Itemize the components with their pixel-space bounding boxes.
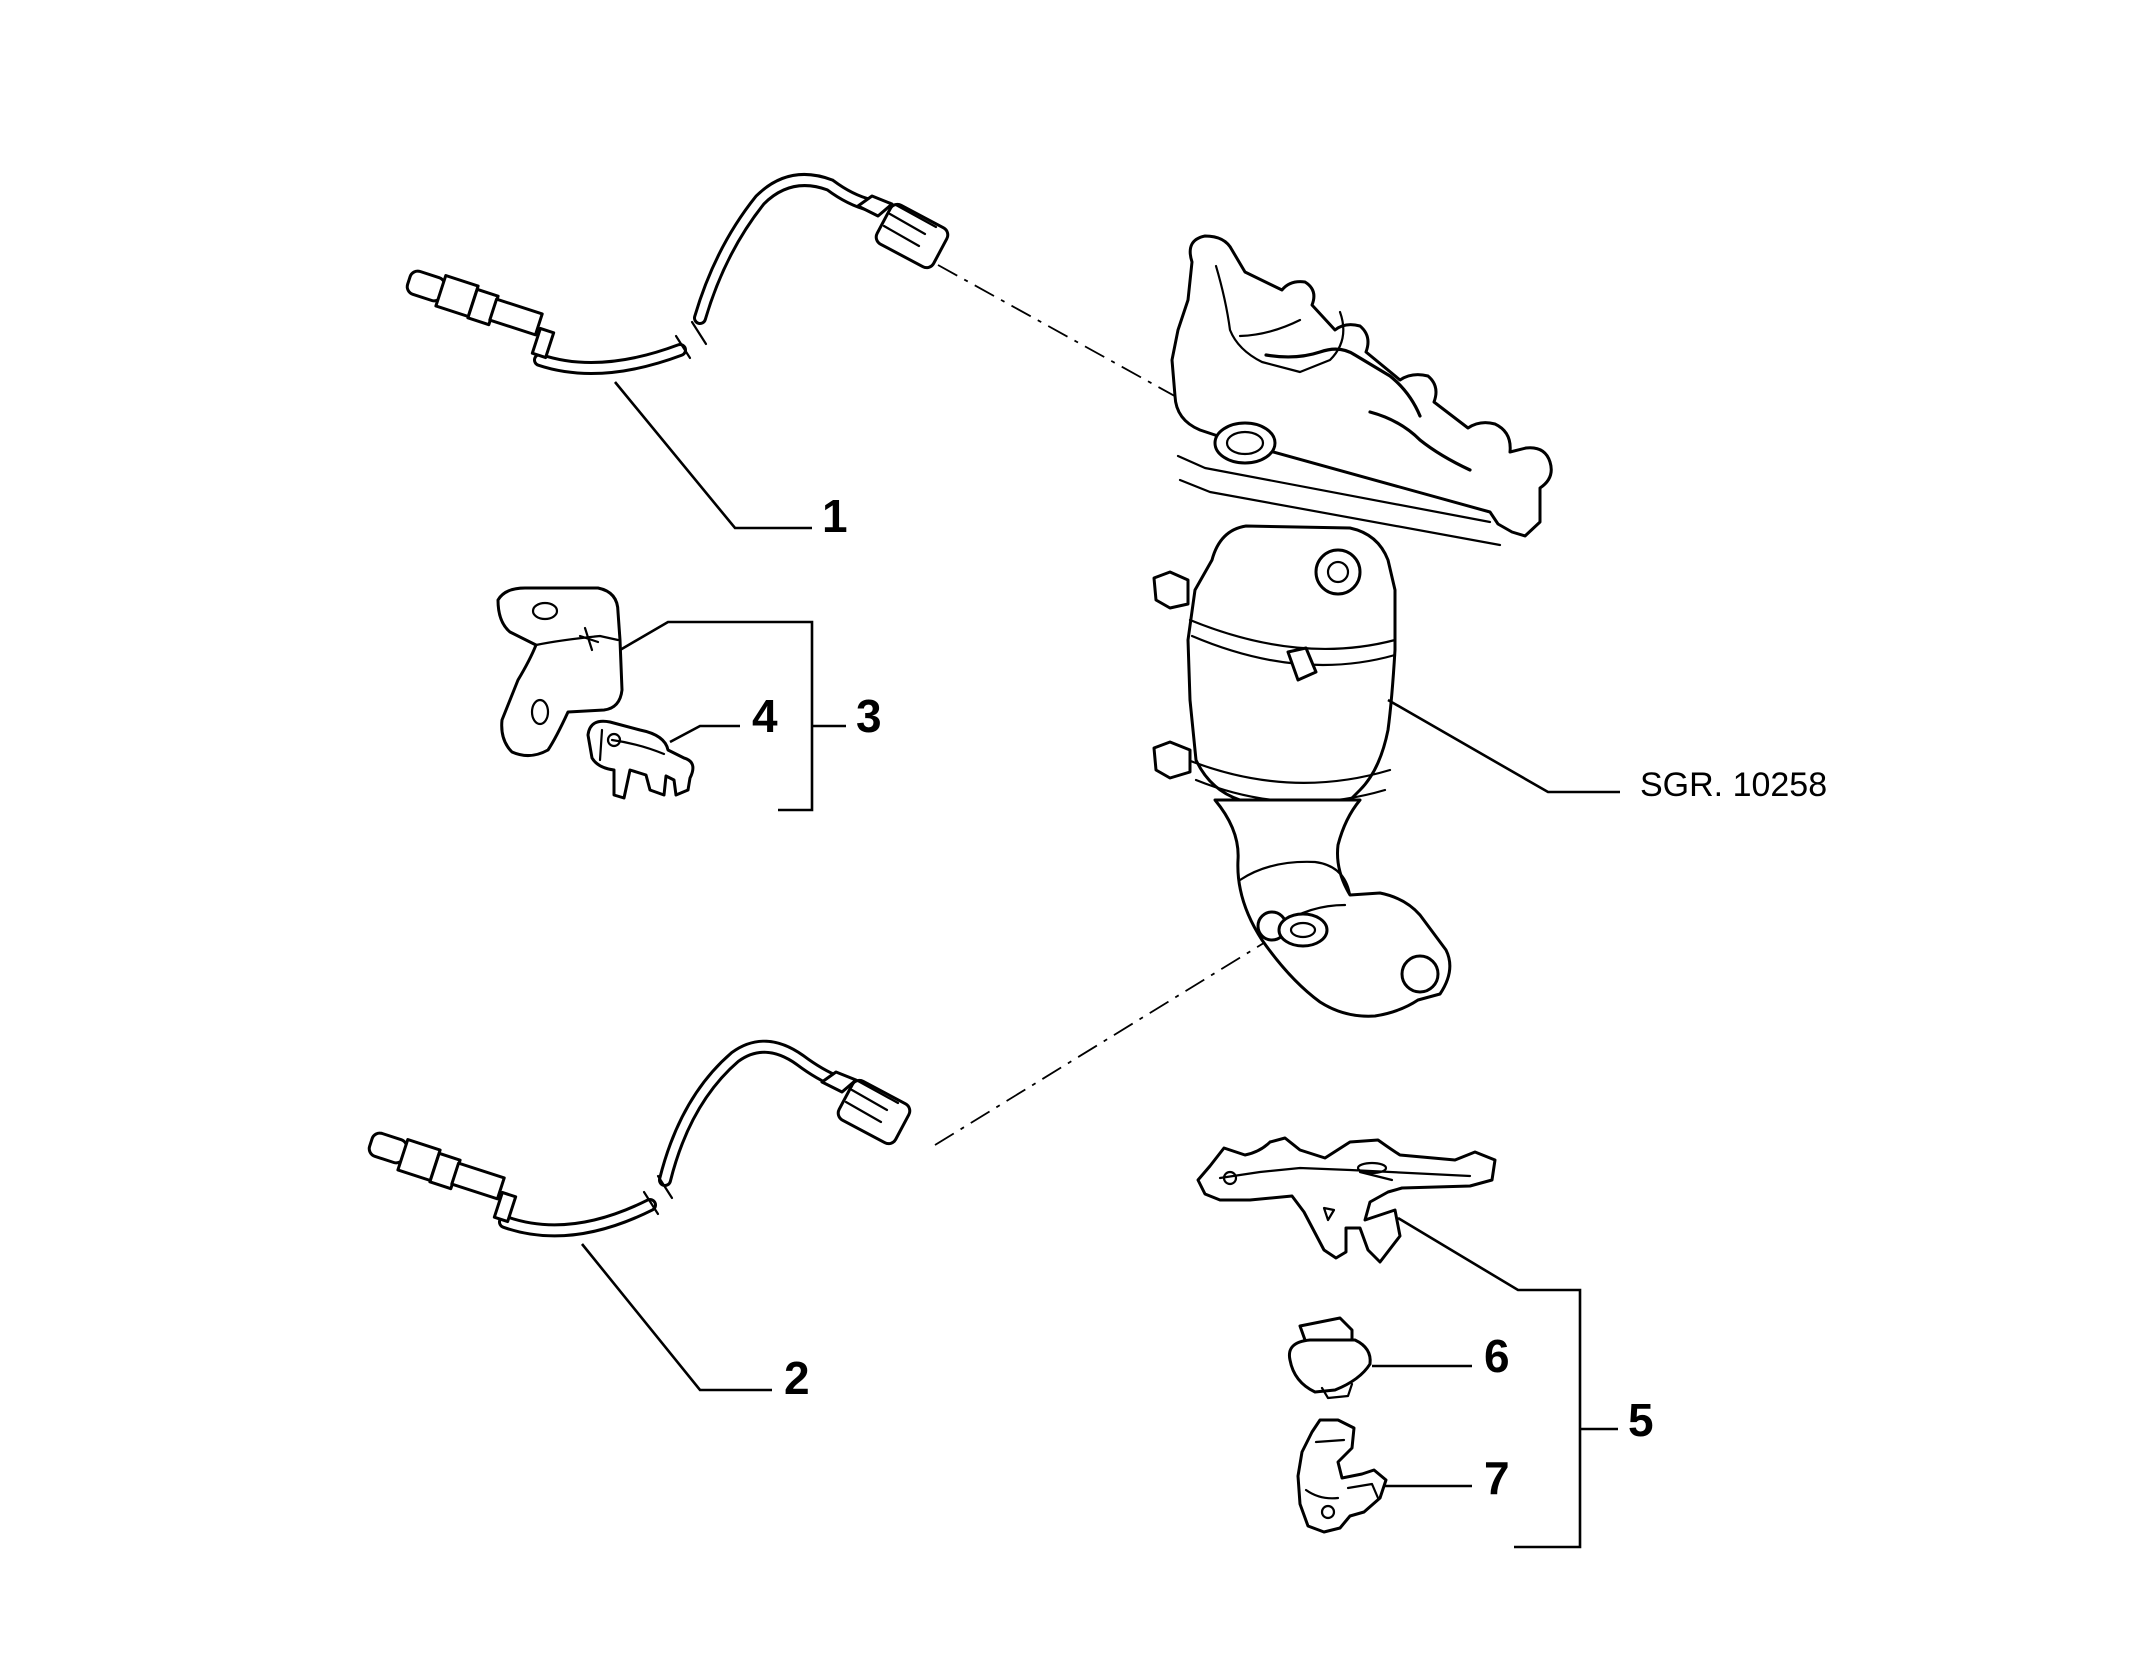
callout-6: 6 [1484,1330,1510,1382]
callout-4: 4 [752,690,778,742]
assembly-line-upper [937,264,1219,421]
connector-upper [856,194,950,270]
leader-line-manifold [1387,698,1620,794]
wire-clip [586,719,695,800]
callout-5: 5 [1628,1394,1654,1446]
assembly-line-lower [934,929,1286,1146]
connector-lower [820,1070,912,1146]
callout-1: 1 [822,490,848,542]
support-bracket [1196,1136,1497,1264]
leader-line-4 [669,724,740,744]
sensor-probe-upper [405,269,556,360]
rubber-plug [1287,1316,1372,1400]
group-bracket-3 [619,620,814,812]
callout-3: 3 [856,690,882,742]
lower-oxygen-sensor [367,1039,912,1238]
upper-oxygen-sensor [405,173,950,375]
leader-line-1 [613,381,812,530]
callout-2: 2 [784,1352,810,1404]
leader-line-2 [580,1243,772,1392]
exhaust-manifold-catalyst [1152,234,1553,1018]
sensor-bracket [496,586,624,757]
group-bracket-5 [1397,1216,1582,1549]
reference-code: SGR. 10258 [1640,766,1827,804]
callout-7: 7 [1484,1452,1510,1504]
sensor-probe-lower [367,1131,518,1224]
cable-clip [1296,1418,1388,1534]
